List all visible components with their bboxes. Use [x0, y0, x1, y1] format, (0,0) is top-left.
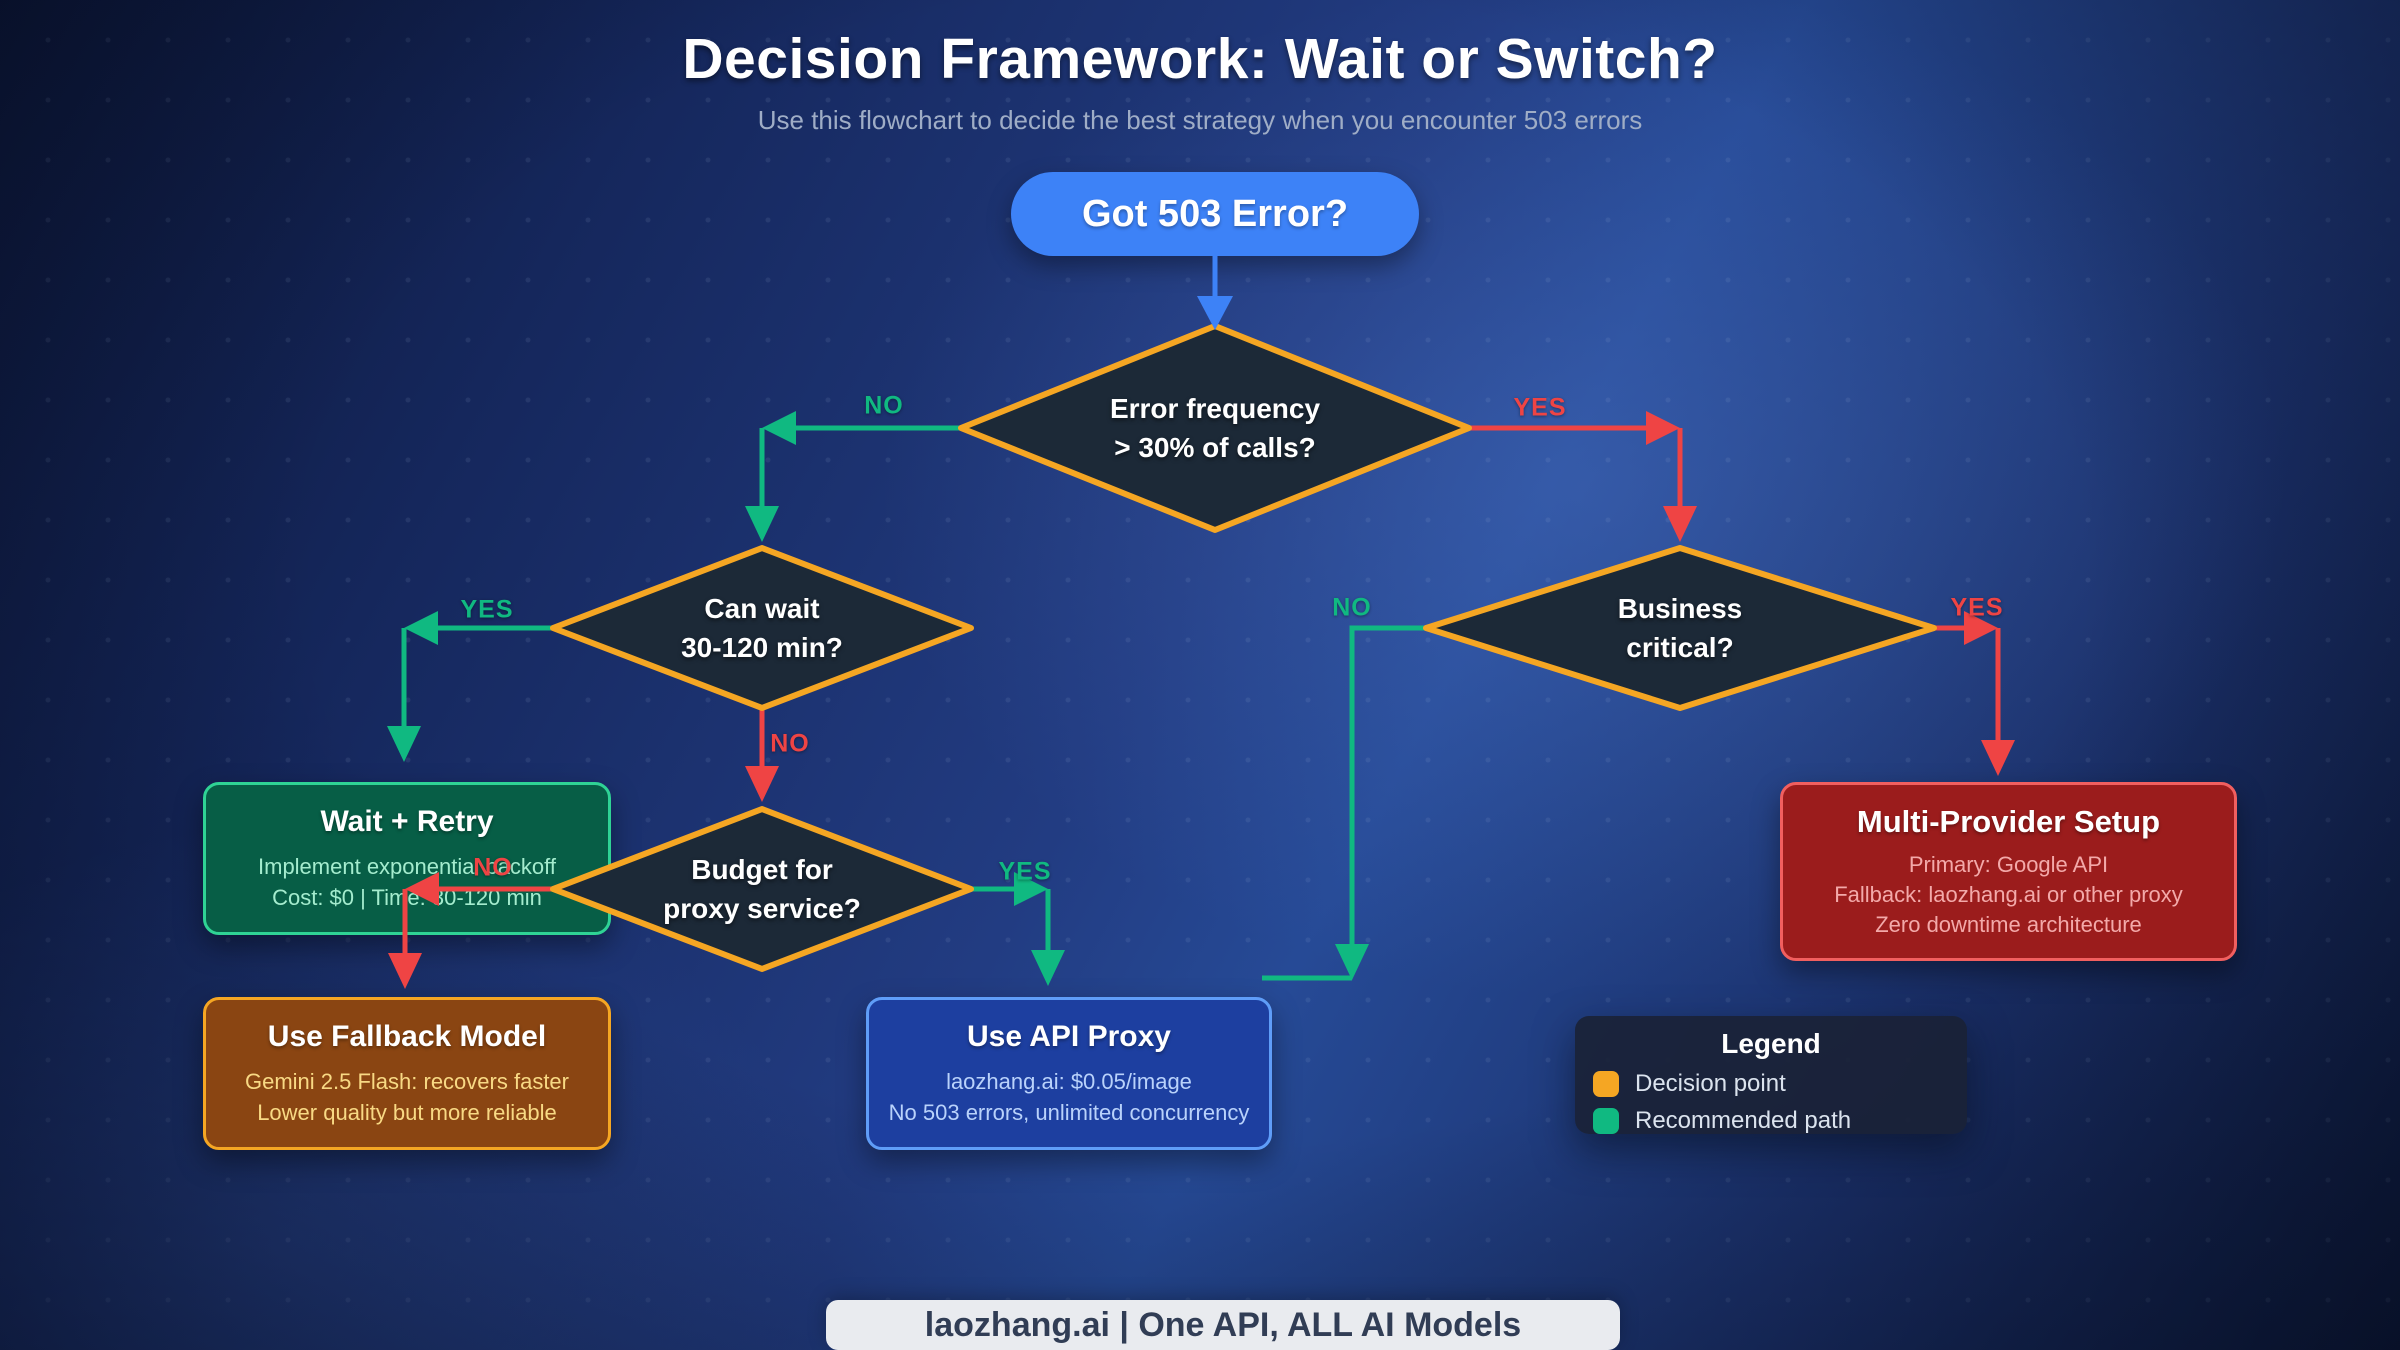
edge-label-no: NO [864, 391, 904, 420]
outcome-detail: Fallback: laozhang.ai or other proxy [1834, 881, 2183, 907]
outcome-detail: laozhang.ai: $0.05/image [946, 1068, 1192, 1094]
outcome-detail: Lower quality but more reliable [257, 1099, 557, 1125]
edge-label-yes: YES [1950, 593, 2004, 622]
legend-item-label: Recommended path [1635, 1107, 1852, 1134]
page-subtitle: Use this flowchart to decide the best st… [757, 105, 1643, 135]
decision-error-frequency-label: Error frequency > 30% of calls? [1109, 393, 1321, 463]
edge-label-yes: YES [998, 857, 1052, 886]
legend-item-decision-point: Decision point [1593, 1070, 1949, 1098]
start-node: Got 503 Error? [1011, 172, 1419, 256]
legend-item-label: Decision point [1635, 1070, 1786, 1097]
footer-brand-banner: laozhang.ai | One API, ALL AI Models [826, 1300, 1620, 1350]
page-title: Decision Framework: Wait or Switch? [682, 27, 1718, 91]
legend-item-recommended-path: Recommended path [1593, 1107, 1949, 1135]
edge-label-no: NO [770, 729, 810, 758]
legend-title: Legend [1721, 1028, 1821, 1059]
decision-point-swatch-icon [1593, 1071, 1619, 1097]
outcome-title: Use API Proxy [967, 1019, 1171, 1053]
outcome-title: Wait + Retry [320, 804, 494, 838]
outcome-title: Multi-Provider Setup [1856, 803, 2161, 839]
edge-label-no: NO [1332, 593, 1372, 622]
recommended-path-swatch-icon [1593, 1108, 1619, 1134]
edge-label-no: NO [473, 853, 513, 882]
start-node-label: Got 503 Error? [1081, 192, 1349, 235]
footer-brand-label: laozhang.ai | One API, ALL AI Models [924, 1305, 1522, 1344]
outcome-detail: Primary: Google API [1908, 851, 2109, 877]
outcome-detail: Gemini 2.5 Flash: recovers faster [244, 1068, 569, 1094]
edge-label-yes: YES [460, 595, 514, 624]
outcome-detail: No 503 errors, unlimited concurrency [888, 1099, 1250, 1125]
outcome-detail: Zero downtime architecture [1875, 911, 2142, 937]
outcome-api-proxy: Use API Proxy laozhang.ai: $0.05/image N… [866, 997, 1272, 1150]
edge-label-yes: YES [1513, 393, 1567, 422]
decision-can-wait-label: Can wait 30-120 min? [681, 593, 843, 663]
outcome-multi-provider: Multi-Provider Setup Primary: Google API… [1780, 782, 2237, 961]
decision-budget-label: Budget for proxy service? [663, 854, 861, 924]
decision-business-critical-label: Business critical? [1617, 593, 1743, 663]
outcome-title: Use Fallback Model [267, 1019, 547, 1053]
legend: Legend Decision point Recommended path [1575, 1016, 1967, 1134]
outcome-fallback-model: Use Fallback Model Gemini 2.5 Flash: rec… [203, 997, 611, 1150]
